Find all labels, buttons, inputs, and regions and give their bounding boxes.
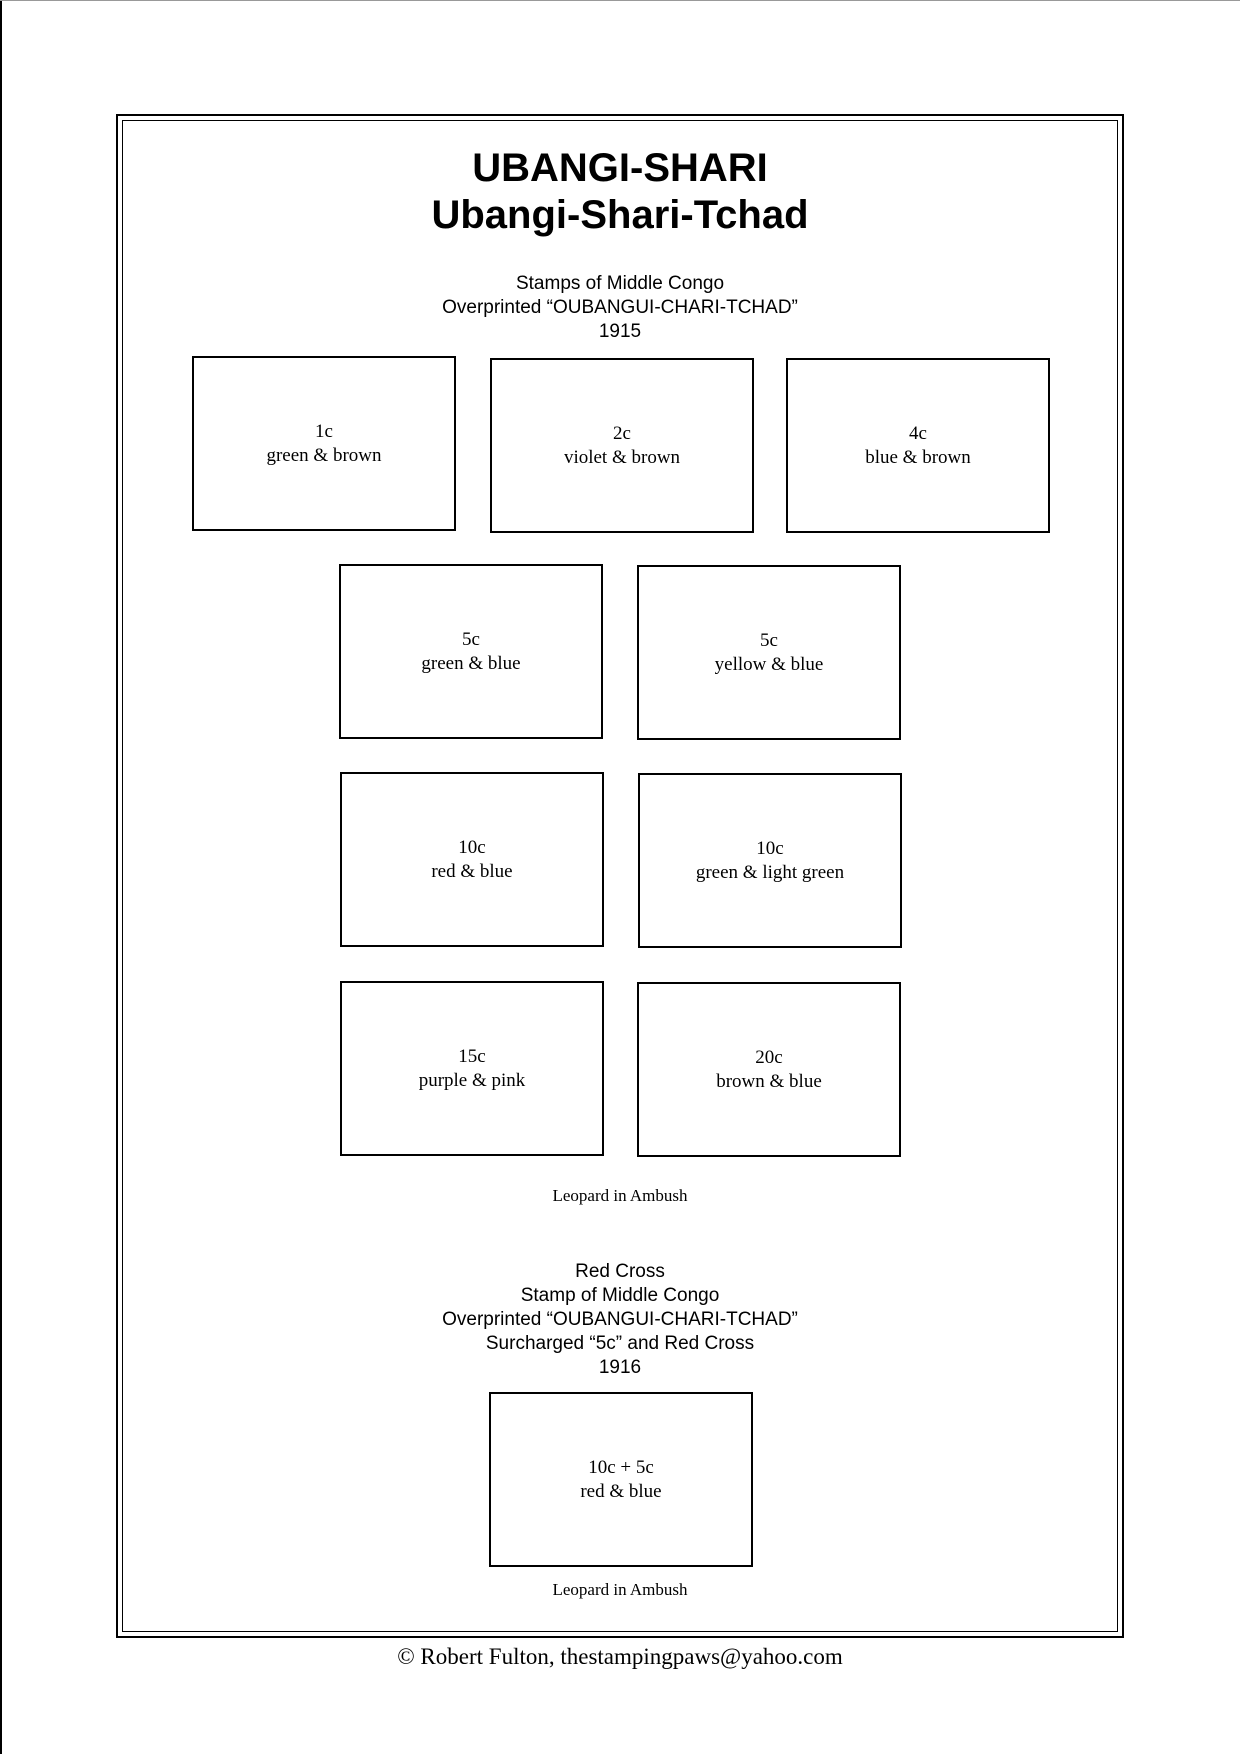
- stamp-space: 1c green & brown: [192, 356, 456, 531]
- page-edge-top: [0, 0, 1240, 1]
- section2-line3: Overprinted “OUBANGUI-CHARI-TCHAD”: [442, 1309, 798, 1330]
- page-edge: [0, 0, 2, 1754]
- stamp-space: 10c red & blue: [340, 772, 604, 947]
- stamp-color: green & brown: [266, 444, 382, 466]
- stamp-value: 10c: [458, 836, 486, 858]
- section2-line2: Stamp of Middle Congo: [520, 1285, 720, 1306]
- stamp-color: brown & blue: [716, 1070, 822, 1092]
- page-border-outer: [116, 114, 1124, 1638]
- page-subtitle: Ubangi-Shari-Tchad: [431, 193, 809, 237]
- stamp-color: green & blue: [421, 652, 521, 674]
- stamp-value: 5c: [462, 628, 480, 650]
- stamp-space: 20c brown & blue: [637, 982, 901, 1157]
- stamp-value: 5c: [760, 629, 778, 651]
- stamp-space: 5c green & blue: [339, 564, 603, 739]
- page-border-inner: [122, 120, 1118, 1632]
- stamp-value: 20c: [755, 1046, 783, 1068]
- section1-line2: Overprinted “OUBANGUI-CHARI-TCHAD”: [442, 297, 798, 318]
- stamp-value: 2c: [613, 422, 631, 444]
- stamp-space: 10c green & light green: [638, 773, 902, 948]
- section2-line4: Surcharged “5c” and Red Cross: [485, 1333, 755, 1354]
- stamp-space: 5c yellow & blue: [637, 565, 901, 740]
- stamp-color: purple & pink: [418, 1069, 526, 1091]
- stamp-color: violet & brown: [563, 446, 681, 468]
- copyright-footer: © Robert Fulton, thestampingpaws@yahoo.c…: [397, 1644, 843, 1669]
- stamp-color: red & blue: [431, 860, 513, 882]
- stamp-value: 15c: [458, 1045, 486, 1067]
- stamp-space: 15c purple & pink: [340, 981, 604, 1156]
- page-title: UBANGI-SHARI: [472, 146, 768, 190]
- stamp-color: blue & brown: [865, 446, 971, 468]
- section2-caption: Leopard in Ambush: [552, 1580, 688, 1599]
- stamp-color: red & blue: [580, 1480, 662, 1502]
- stamp-value: 4c: [909, 422, 927, 444]
- stamp-color: green & light green: [695, 861, 845, 883]
- section1-caption: Leopard in Ambush: [552, 1186, 688, 1205]
- stamp-value: 10c: [756, 837, 784, 859]
- section1-year: 1915: [598, 321, 642, 342]
- stamp-space: 10c + 5c red & blue: [489, 1392, 753, 1567]
- stamp-space: 2c violet & brown: [490, 358, 754, 533]
- section1-line1: Stamps of Middle Congo: [515, 273, 725, 294]
- stamp-space: 4c blue & brown: [786, 358, 1050, 533]
- stamp-value: 1c: [315, 420, 333, 442]
- stamp-value: 10c + 5c: [588, 1456, 654, 1478]
- stamp-color: yellow & blue: [714, 653, 824, 675]
- section2-line1: Red Cross: [575, 1261, 665, 1282]
- section2-year: 1916: [598, 1357, 642, 1378]
